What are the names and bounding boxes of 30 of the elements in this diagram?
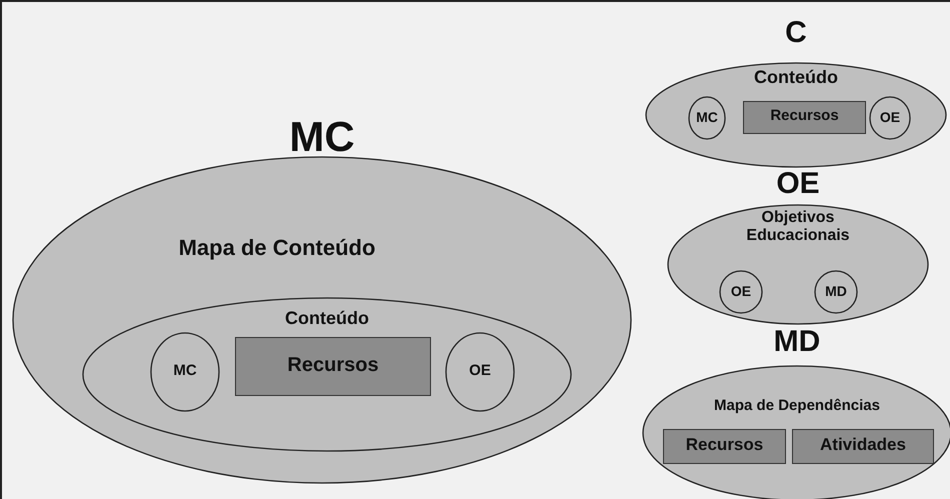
node-label: OE: [878, 110, 902, 125]
box-label: Recursos: [769, 108, 840, 125]
oval-region: [82, 297, 572, 452]
heading: OE: [775, 167, 821, 200]
circle-node: [445, 332, 515, 412]
circle-node: [688, 96, 726, 140]
heading: MC: [288, 114, 356, 160]
box-label: Atividades: [819, 436, 907, 455]
circle-node: [869, 96, 911, 140]
region-title: Mapa de Conteúdo: [178, 236, 376, 260]
node-label: MD: [824, 284, 848, 299]
box-label: Recursos: [684, 436, 764, 455]
region-title: Conteúdo: [284, 309, 370, 329]
heading: C: [784, 16, 808, 49]
heading: MD: [772, 325, 822, 358]
node-label: OE: [730, 284, 752, 299]
node-label: OE: [468, 363, 492, 380]
resource-box: [663, 429, 786, 464]
resource-box: [792, 429, 934, 464]
circle-node: [814, 270, 858, 314]
resource-box: [235, 337, 431, 396]
resource-box: [743, 101, 866, 134]
circle-node: [719, 270, 763, 314]
circle-node: [150, 332, 220, 412]
region-title: Objetivos Educacionais: [745, 209, 851, 244]
box-label: Recursos: [286, 354, 380, 376]
region-title: Conteúdo: [753, 68, 839, 88]
node-label: MC: [172, 363, 198, 380]
region-title: Mapa de Dependências: [713, 398, 881, 414]
node-label: MC: [695, 110, 719, 125]
